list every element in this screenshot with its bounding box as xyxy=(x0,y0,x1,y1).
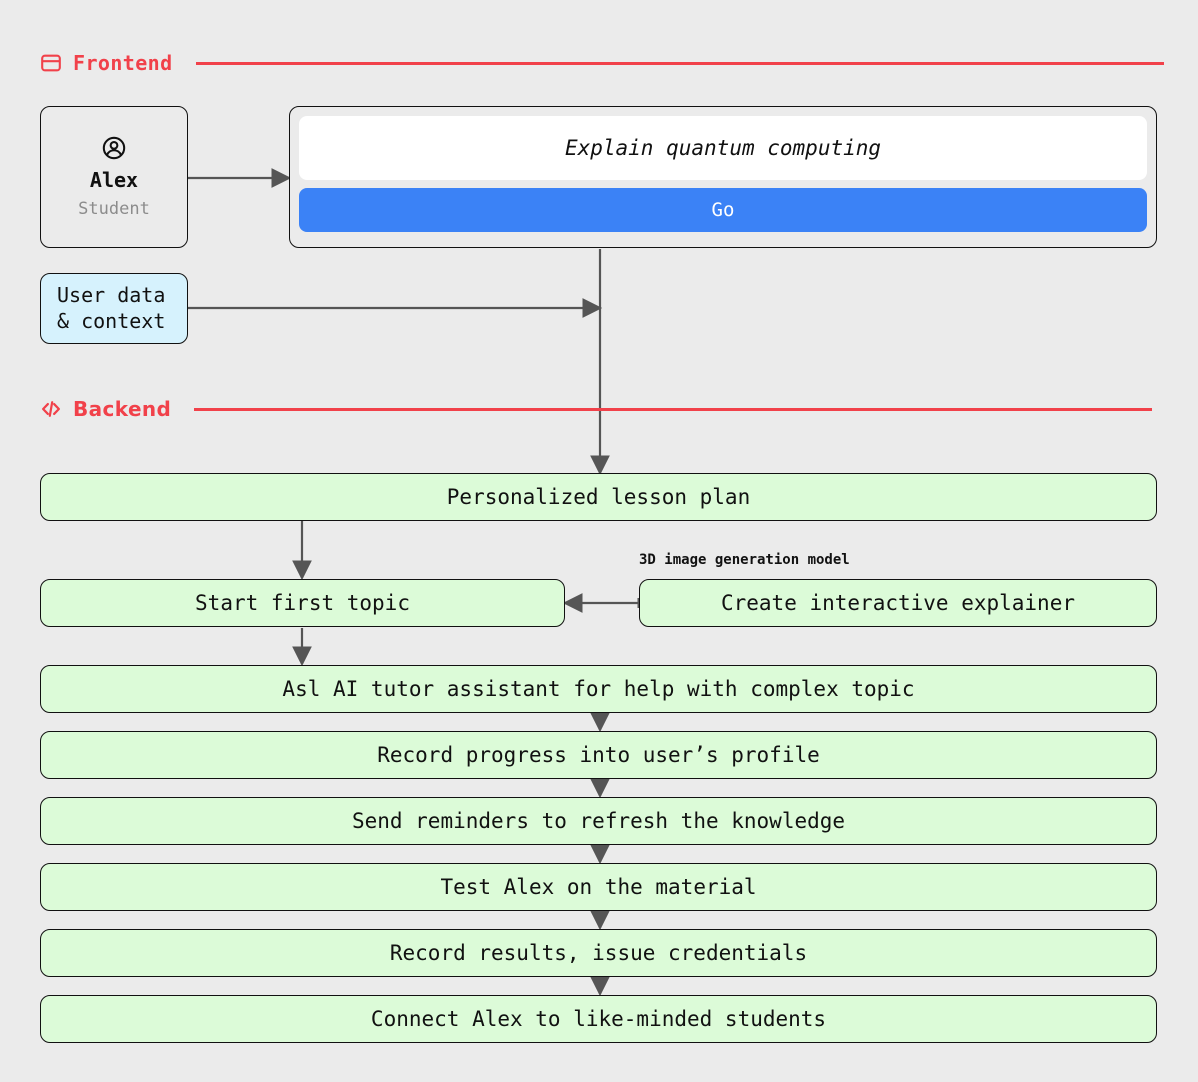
node-connect-students[interactable]: Connect Alex to like-minded students xyxy=(40,995,1157,1043)
node-test-alex[interactable]: Test Alex on the material xyxy=(40,863,1157,911)
section-rule-backend xyxy=(194,407,1153,411)
node-ai-tutor-assistant[interactable]: Asl AI tutor assistant for help with com… xyxy=(40,665,1157,713)
node-send-reminders[interactable]: Send reminders to refresh the knowledge xyxy=(40,797,1157,845)
browser-window-icon xyxy=(41,54,61,72)
prompt-panel: Go xyxy=(289,106,1157,248)
node-record-progress[interactable]: Record progress into user’s profile xyxy=(40,731,1157,779)
node-record-results[interactable]: Record results, issue credentials xyxy=(40,929,1157,977)
section-header-frontend: Frontend xyxy=(40,50,1164,76)
edge-label-3d-model: 3D image generation model xyxy=(639,552,850,568)
section-rule-frontend xyxy=(195,61,1164,65)
user-card-alex[interactable]: Alex Student xyxy=(40,106,188,248)
node-start-first-topic[interactable]: Start first topic xyxy=(40,579,565,627)
go-button[interactable]: Go xyxy=(299,188,1147,232)
node-user-data-context[interactable]: User data & context xyxy=(40,273,188,344)
node-personalized-lesson-plan[interactable]: Personalized lesson plan xyxy=(40,473,1157,521)
node-create-interactive-explainer[interactable]: Create interactive explainer xyxy=(639,579,1157,627)
code-tags-icon xyxy=(42,401,60,417)
user-circle-icon xyxy=(102,136,126,160)
user-name: Alex xyxy=(89,168,139,192)
section-label-frontend: Frontend xyxy=(73,51,173,75)
prompt-input[interactable] xyxy=(299,116,1147,180)
section-header-backend: Backend xyxy=(40,396,1153,422)
section-label-backend: Backend xyxy=(73,397,172,421)
user-role: Student xyxy=(78,199,150,219)
